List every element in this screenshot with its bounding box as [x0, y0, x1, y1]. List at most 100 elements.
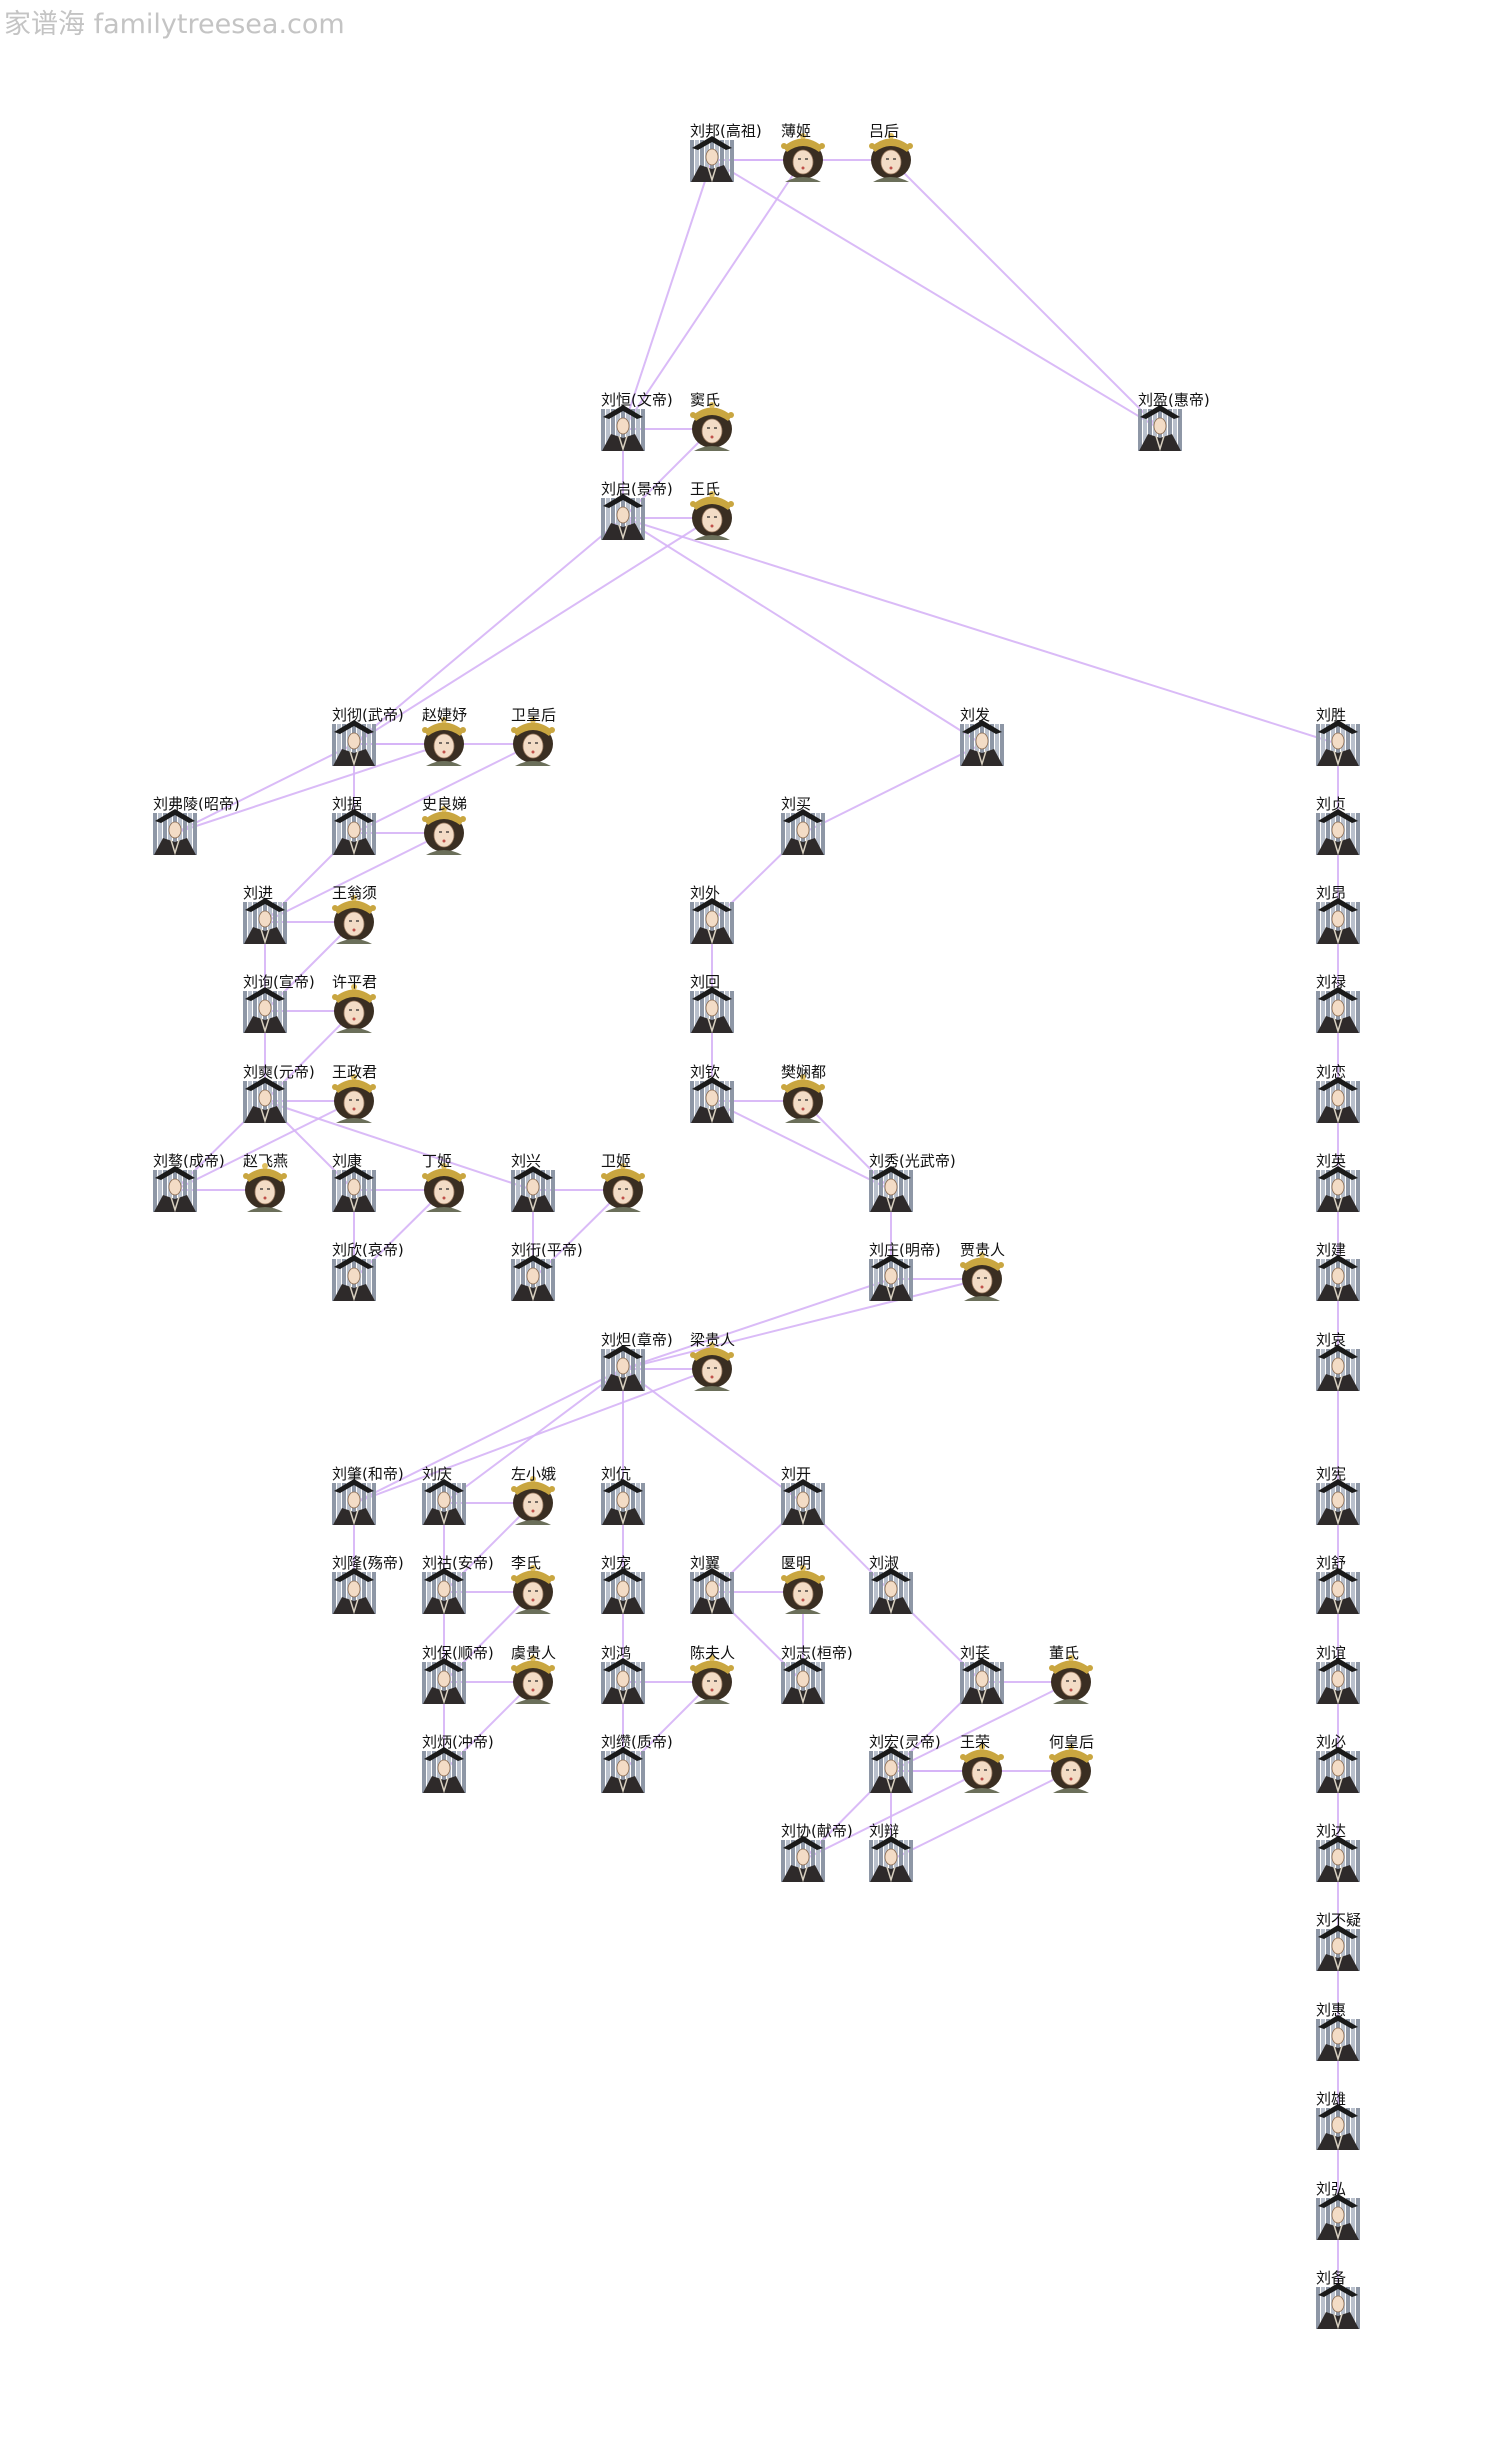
person-node[interactable]: 刘庄(明帝) — [869, 1241, 941, 1302]
person-name-label: 刘邦(高祖) — [690, 122, 762, 140]
male-avatar-icon — [153, 809, 197, 856]
person-node[interactable]: 刘钦 — [690, 1063, 734, 1124]
person-node[interactable]: 刘伉 — [601, 1465, 645, 1526]
male-avatar-icon — [332, 720, 376, 767]
person-name-label: 刘炳(冲帝) — [422, 1733, 494, 1751]
person-name-label: 王氏 — [690, 480, 720, 498]
male-avatar-icon — [1316, 1925, 1360, 1972]
person-node[interactable]: 刘宠 — [601, 1554, 645, 1615]
person-node[interactable]: 何皇后 — [1049, 1733, 1094, 1793]
person-node[interactable]: 刘英 — [1316, 1152, 1360, 1213]
person-node[interactable]: 刘邦(高祖) — [690, 122, 762, 183]
person-node[interactable]: 刘哀 — [1316, 1331, 1360, 1392]
person-node[interactable]: 陈夫人 — [690, 1644, 735, 1704]
person-node[interactable]: 刘昂 — [1316, 884, 1360, 945]
person-node[interactable]: 刘骜(成帝) — [153, 1152, 225, 1213]
person-node[interactable]: 刘盈(惠帝) — [1138, 391, 1210, 452]
person-node[interactable]: 刘鸿 — [601, 1644, 645, 1705]
person-node[interactable]: 刘康 — [332, 1152, 376, 1213]
person-node[interactable]: 王翁须 — [332, 884, 377, 944]
person-node[interactable]: 刘保(顺帝) — [422, 1644, 494, 1705]
person-node[interactable]: 刘炳(冲帝) — [422, 1733, 494, 1794]
person-node[interactable]: 刘炟(章帝) — [601, 1331, 673, 1392]
person-node[interactable]: 刘秀(光武帝) — [869, 1152, 956, 1213]
person-node[interactable]: 李氏 — [511, 1554, 555, 1614]
person-node[interactable]: 刘彻(武帝) — [332, 706, 404, 767]
person-name-label: 卫皇后 — [511, 706, 556, 724]
person-node[interactable]: 卫姬 — [601, 1152, 645, 1212]
relation-line — [802, 1770, 983, 1861]
person-node[interactable]: 刘辩 — [869, 1822, 913, 1883]
person-node[interactable]: 刘谊 — [1316, 1644, 1360, 1705]
person-node[interactable]: 赵飞燕 — [243, 1152, 288, 1212]
person-node[interactable]: 樊娴都 — [781, 1063, 826, 1123]
person-node[interactable]: 刘兴 — [511, 1152, 555, 1213]
person-node[interactable]: 刘淑 — [869, 1554, 913, 1615]
person-node[interactable]: 王氏 — [690, 480, 734, 540]
person-node[interactable]: 刘舒 — [1316, 1554, 1360, 1615]
person-node[interactable]: 刘不疑 — [1316, 1911, 1361, 1972]
person-node[interactable]: 刘恒(文帝) — [601, 391, 673, 452]
person-node[interactable]: 刘开 — [781, 1465, 825, 1526]
male-avatar-icon — [690, 898, 734, 945]
person-name-label: 刘宏(灵帝) — [869, 1733, 941, 1751]
female-avatar-icon — [422, 1163, 466, 1212]
person-node[interactable]: 刘庆 — [422, 1465, 466, 1526]
person-node[interactable]: 许平君 — [332, 973, 377, 1033]
person-node[interactable]: 刘翼 — [690, 1554, 734, 1615]
person-node[interactable]: 董氏 — [1049, 1644, 1093, 1704]
person-node[interactable]: 刘发 — [960, 706, 1004, 767]
person-node[interactable]: 刘祜(安帝) — [422, 1554, 494, 1615]
person-node[interactable]: 刘进 — [243, 884, 287, 945]
person-node[interactable]: 王政君 — [332, 1063, 377, 1123]
person-node[interactable]: 梁贵人 — [690, 1331, 735, 1391]
person-name-label: 赵飞燕 — [243, 1152, 288, 1170]
person-node[interactable]: 刘肇(和帝) — [332, 1465, 404, 1526]
person-node[interactable]: 刘据 — [332, 795, 376, 856]
person-node[interactable]: 刘禄 — [1316, 973, 1360, 1034]
person-node[interactable]: 刘启(景帝) — [601, 480, 673, 541]
person-node[interactable]: 刘隆(殇帝) — [332, 1554, 404, 1615]
person-node[interactable]: 刘志(桓帝) — [781, 1644, 853, 1705]
person-node[interactable]: 刘回 — [690, 973, 734, 1034]
person-node[interactable]: 刘恋 — [1316, 1063, 1360, 1124]
person-node[interactable]: 刘弗陵(昭帝) — [153, 795, 240, 856]
person-node[interactable]: 刘备 — [1316, 2269, 1360, 2330]
person-node[interactable]: 刘苌 — [960, 1644, 1004, 1705]
person-node[interactable]: 刘缵(质帝) — [601, 1733, 673, 1794]
person-node[interactable]: 卫皇后 — [511, 706, 556, 766]
person-node[interactable]: 王荣 — [960, 1733, 1004, 1793]
relation-line — [622, 517, 1339, 745]
person-node[interactable]: 虞贵人 — [511, 1644, 556, 1704]
relation-line — [264, 1100, 534, 1191]
person-node[interactable]: 刘弘 — [1316, 2180, 1360, 2241]
person-node[interactable]: 刘建 — [1316, 1241, 1360, 1302]
person-node[interactable]: 刘欣(哀帝) — [332, 1241, 404, 1302]
person-node[interactable]: 刘胜 — [1316, 706, 1360, 767]
person-name-label: 李氏 — [511, 1554, 541, 1572]
person-node[interactable]: 刘达 — [1316, 1822, 1360, 1883]
person-node[interactable]: 刘衎(平帝) — [511, 1241, 583, 1302]
person-node[interactable]: 刘惠 — [1316, 2001, 1360, 2062]
person-node[interactable]: 赵婕妤 — [422, 706, 467, 766]
person-node[interactable]: 刘奭(元帝) — [243, 1063, 315, 1124]
person-node[interactable]: 刘宏(灵帝) — [869, 1733, 941, 1794]
person-node[interactable]: 丁姬 — [422, 1152, 466, 1212]
person-node[interactable]: 刘外 — [690, 884, 734, 945]
person-node[interactable]: 刘必 — [1316, 1733, 1360, 1794]
person-node[interactable]: 左小娥 — [511, 1465, 556, 1525]
person-node[interactable]: 匽明 — [781, 1554, 825, 1614]
person-node[interactable]: 贾贵人 — [960, 1241, 1005, 1301]
relation-line — [622, 159, 713, 430]
person-node[interactable]: 吕后 — [869, 122, 913, 182]
female-avatar-icon — [690, 402, 734, 451]
person-node[interactable]: 刘宪 — [1316, 1465, 1360, 1526]
person-node[interactable]: 刘买 — [781, 795, 825, 856]
person-node[interactable]: 窦氏 — [690, 391, 734, 451]
person-node[interactable]: 刘贞 — [1316, 795, 1360, 856]
person-node[interactable]: 史良娣 — [422, 795, 467, 855]
person-node[interactable]: 刘雄 — [1316, 2090, 1360, 2151]
person-node[interactable]: 刘询(宣帝) — [243, 973, 315, 1034]
person-node[interactable]: 刘协(献帝) — [781, 1822, 853, 1883]
person-node[interactable]: 薄姬 — [781, 122, 825, 182]
